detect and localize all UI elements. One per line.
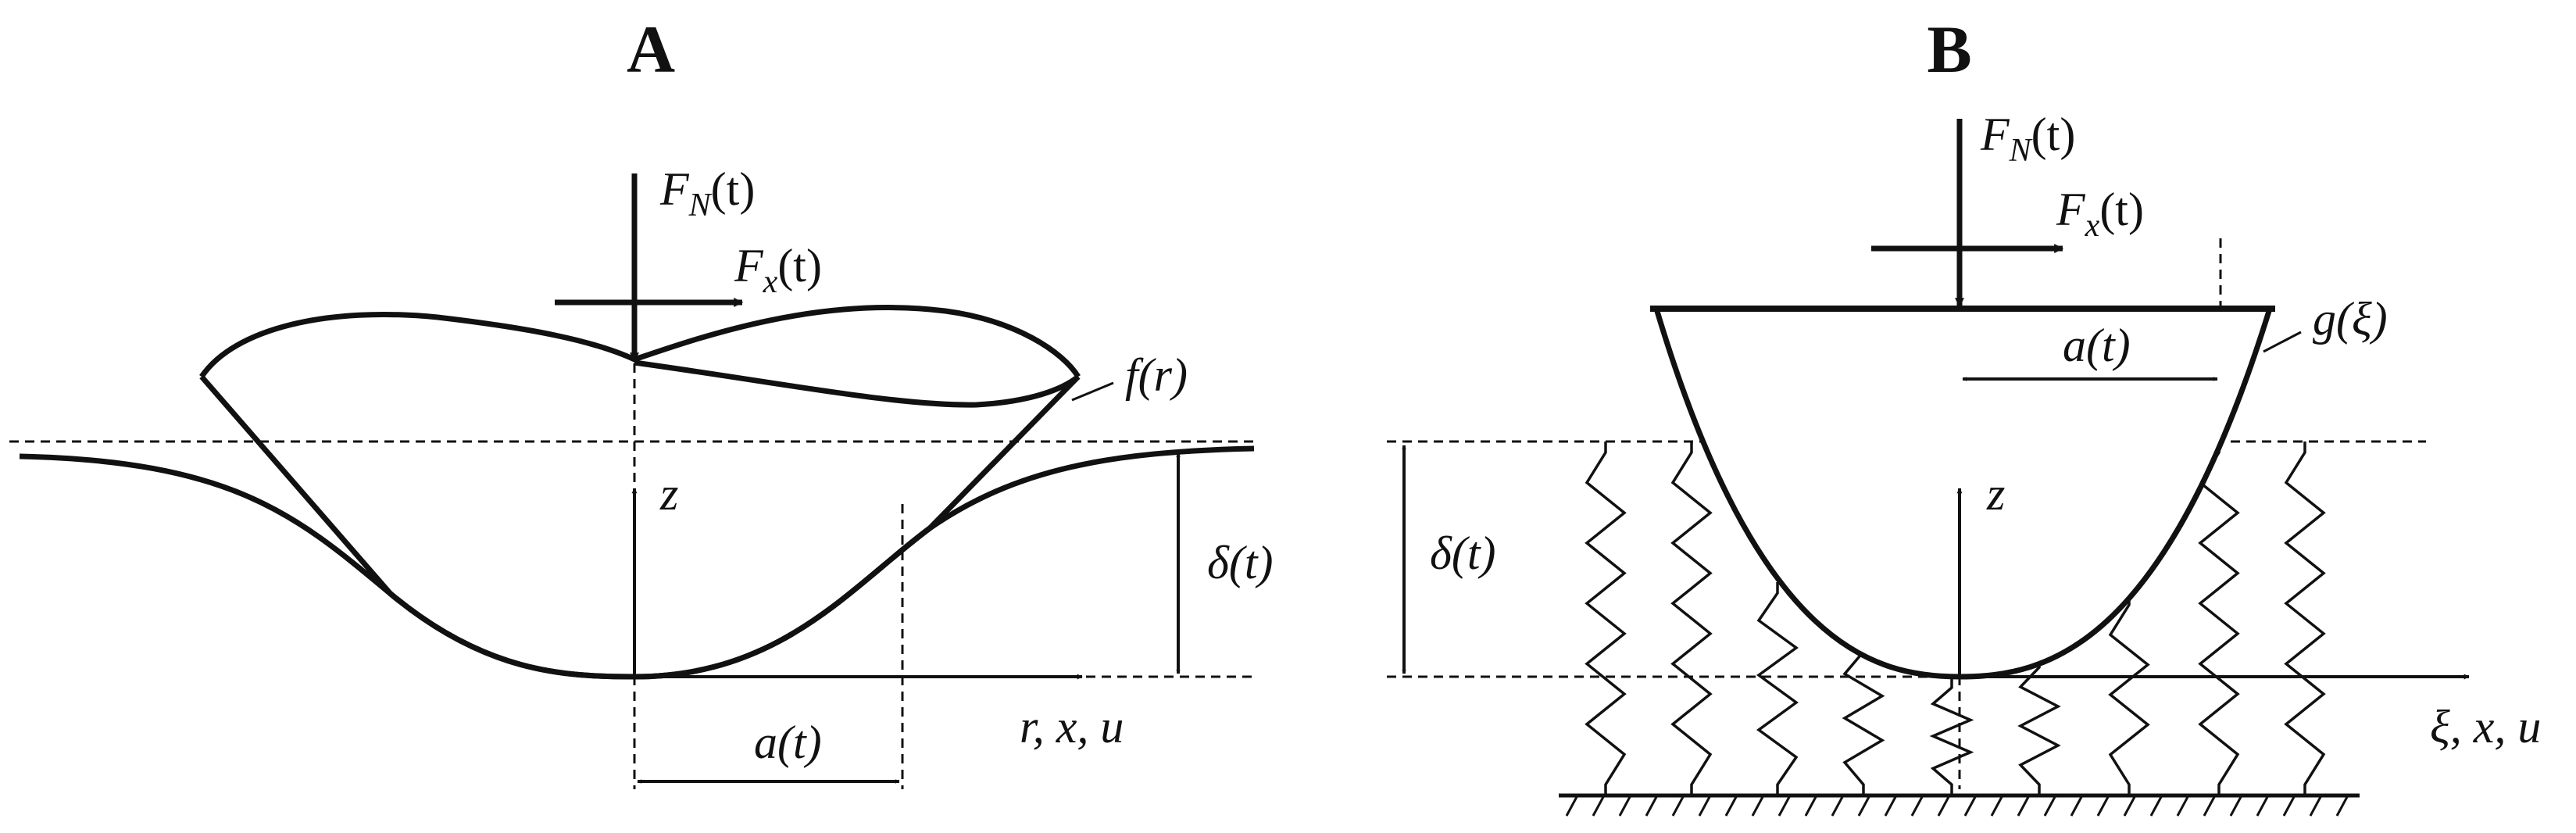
ground-hatch [1724,795,1738,817]
panel-b-profile-leader [2263,331,2302,353]
panel-b-profile-label: g(ξ) [2313,293,2388,345]
panel-b-normal-force-label: FN(t) [1980,109,2075,169]
panel-a-normal-force-label: FN(t) [659,163,755,223]
panel-b-tangential-force-label: Fx(t) [2056,184,2144,244]
panel-b-title: B [1927,12,1971,87]
panel-b-horizontal-axes-label: ξ, x, u [2430,701,2541,753]
ground-hatch [2309,795,2323,817]
panel-a-profile-label: f(r) [1125,349,1188,401]
panel-b-z-label: z [1986,468,2005,520]
ground-hatch [2229,795,2243,817]
ground-hatch [1804,795,1818,817]
ground-hatch [1910,795,1924,817]
ground-hatch [1884,795,1898,817]
spring [2108,594,2150,795]
ground-hatch [1592,795,1606,817]
ground-hatch [2256,795,2270,817]
spring [2017,656,2061,795]
ground-hatch [2203,795,2217,817]
panel-b: B g(ξ) FN(t) Fx(t) a(t) z ξ, x, u δ(t [1387,12,2541,817]
panel-a-horizontal-axes-label: r, x, u [1020,701,1124,753]
panel-a-deformed-surface [19,445,1255,680]
ground-hatch [1937,795,1951,817]
panel-a: A f(r) FN(t) Fx(t) z r, x, u δ(t) a(t) [9,12,1274,789]
panel-b-indentation-depth-label: δ(t) [1430,527,1496,579]
panel-a-z-label: z [659,468,678,520]
panel-a-contact-radius-label: a(t) [754,717,822,768]
spring [1670,442,1713,795]
panel-b-contact-radius-label: a(t) [2063,320,2131,371]
ground-hatch [2149,795,2163,817]
panel-b-indenter [1652,306,2274,680]
ground-hatch [2070,795,2084,817]
spring [2198,442,2240,795]
spring [2284,442,2326,795]
panel-a-tangential-force-label: Fx(t) [734,240,822,300]
ground-hatch [2043,795,2057,817]
ground-hatch [1645,795,1659,817]
ground-hatch [1831,795,1845,817]
ground-hatch [1618,795,1632,817]
spring [1585,442,1627,795]
panel-a-indenter-top [199,305,1081,378]
spring [1929,677,1974,795]
spring [1842,641,1885,795]
ground-hatch [2335,795,2349,817]
panel-a-title: A [627,12,675,87]
ground-hatch [2096,795,2110,817]
ground-hatch [1751,795,1765,817]
ground-hatch [1671,795,1685,817]
panel-a-indentation-depth-label: δ(t) [1207,537,1274,588]
ground-hatch [2282,795,2296,817]
ground-hatch [2017,795,2031,817]
ground-hatch [1963,795,1978,817]
panel-a-indenter-inner-line [634,359,1081,408]
ground-hatch [2176,795,2190,817]
ground-hatch [1857,795,1871,817]
panel-b-rigid-base [1559,793,2360,817]
ground-hatch [1698,795,1712,817]
ground-hatch [1565,795,1579,817]
panel-a-indenter-bottom [199,374,1081,680]
ground-hatch [2123,795,2137,817]
ground-hatch [1990,795,2004,817]
spring [1756,582,1799,795]
panel-b-spring-foundation [1585,442,2326,795]
ground-hatch [1777,795,1792,817]
panel-a-profile-leader [1071,381,1114,402]
